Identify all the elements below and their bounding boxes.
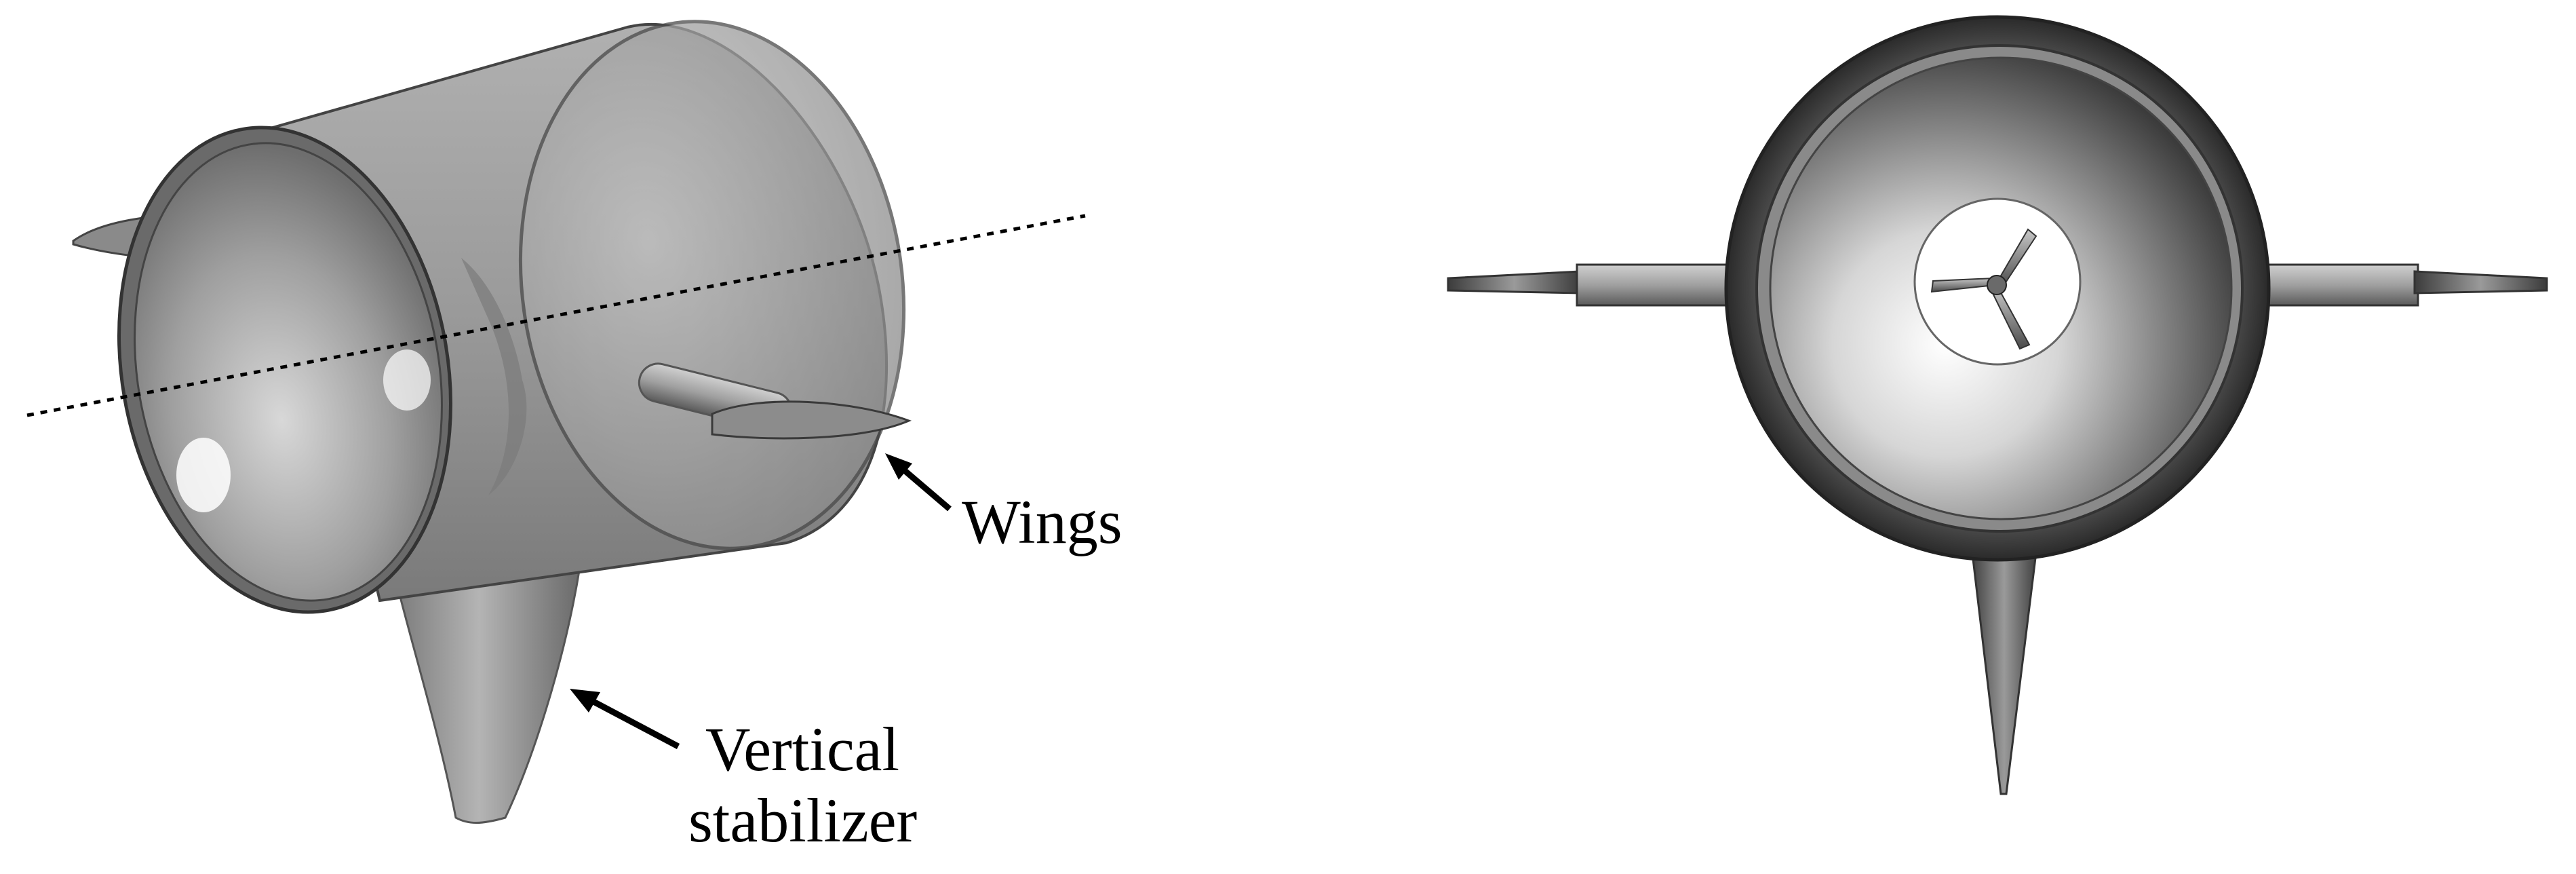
- rotation-axis-line: [26, 214, 1086, 417]
- front-view: [1447, 15, 2548, 795]
- right-wing: [638, 362, 912, 440]
- front-left-wing: [1447, 263, 1741, 307]
- stabilizer-label-line2: stabilizer: [688, 786, 917, 855]
- vertical-stabilizer: [395, 565, 581, 824]
- duct-throat: [461, 258, 527, 495]
- stabilizer-arrow: [570, 689, 680, 749]
- rotor-icon: [1930, 228, 2037, 350]
- front-right-wing: [2250, 263, 2548, 307]
- wings-arrow: [885, 453, 952, 512]
- isometric-view: Wings Vertical stabilizer: [26, 20, 1123, 855]
- front-vertical-stabilizer: [1969, 535, 2040, 795]
- wings-label: Wings: [962, 487, 1123, 556]
- stabilizer-label-line1: Vertical: [705, 715, 899, 784]
